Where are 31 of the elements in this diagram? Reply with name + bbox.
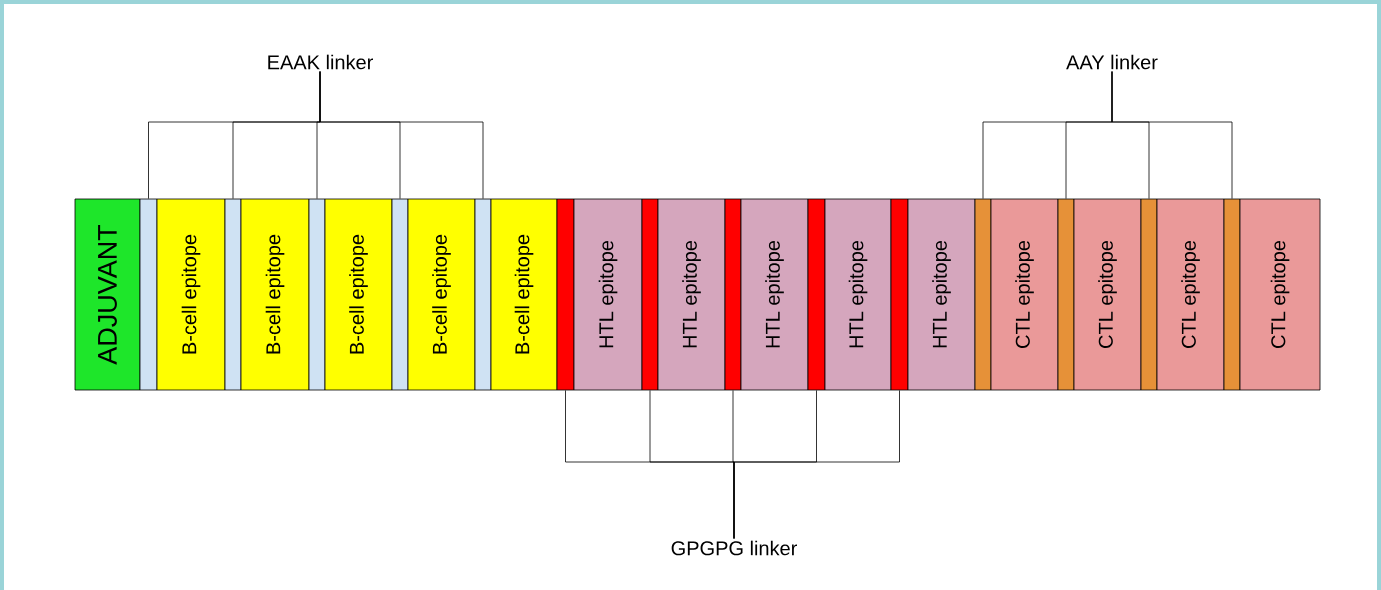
adjuvant-block: ADJUVANT <box>74 198 141 391</box>
linker-label: AAY linker <box>1066 54 1158 70</box>
epitope-block: CTL epitope <box>1239 198 1321 391</box>
epitope-block: B-cell epitope <box>156 198 226 391</box>
epitope-block: HTL epitope <box>657 198 726 391</box>
epitope-block: B-cell epitope <box>240 198 310 391</box>
epitope-block: HTL epitope <box>740 198 809 391</box>
linker-segment <box>724 198 742 391</box>
epitope-block: CTL epitope <box>1073 198 1142 391</box>
leader-line <box>733 390 900 539</box>
linker-segment <box>1223 198 1241 391</box>
linker-segment <box>1057 198 1075 391</box>
linker-label: GPGPG linker <box>671 540 797 556</box>
epitope-block: CTL epitope <box>990 198 1059 391</box>
linker-segment <box>308 198 326 391</box>
linker-label: EAAK linker <box>268 54 373 70</box>
linker-segment <box>974 198 992 391</box>
linker-segment <box>224 198 242 391</box>
epitope-block: B-cell epitope <box>324 198 393 391</box>
epitope-block: HTL epitope <box>824 198 892 391</box>
epitope-block: HTL epitope <box>907 198 976 391</box>
linker-segment <box>391 198 409 391</box>
epitope-block: B-cell epitope <box>490 198 558 391</box>
linker-segment <box>1140 198 1158 391</box>
leader-line <box>319 71 484 199</box>
epitope-block: HTL epitope <box>573 198 643 391</box>
epitope-block: CTL epitope <box>1156 198 1225 391</box>
epitope-block: B-cell epitope <box>407 198 476 391</box>
linker-segment <box>474 198 492 391</box>
leader-line <box>1111 71 1233 199</box>
linker-segment <box>641 198 659 391</box>
